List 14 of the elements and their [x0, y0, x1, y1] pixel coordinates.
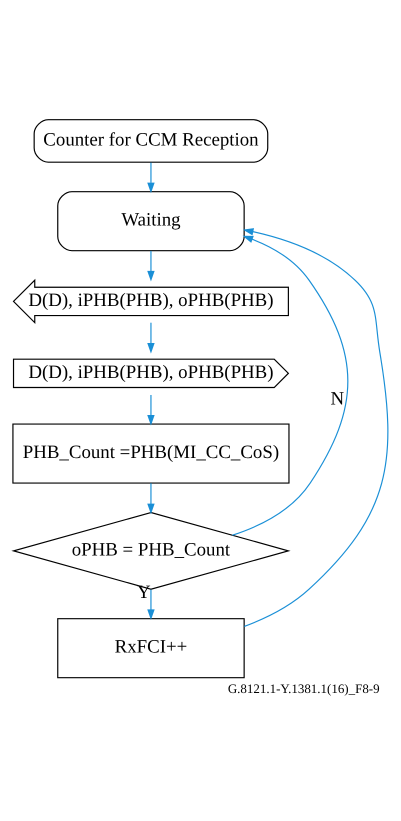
node-box: Waiting: [57, 191, 245, 252]
node-box: Counter for CCM Reception: [34, 119, 268, 163]
node-box: RxFCI++: [57, 618, 245, 678]
arrow: [242, 228, 388, 627]
caption: G.8121.1-Y.1381.1(16)_F8-9: [228, 680, 380, 696]
node-box: PHB_Count =PHB(MI_CC_CoS): [12, 423, 290, 484]
arrow: [147, 483, 155, 514]
arrow: [147, 590, 155, 620]
arrow: [147, 322, 155, 354]
edge-label: N: [330, 388, 344, 410]
arrow: [147, 394, 155, 426]
arrow: [147, 162, 155, 194]
arrow: [232, 236, 348, 536]
arrow: [147, 250, 155, 282]
